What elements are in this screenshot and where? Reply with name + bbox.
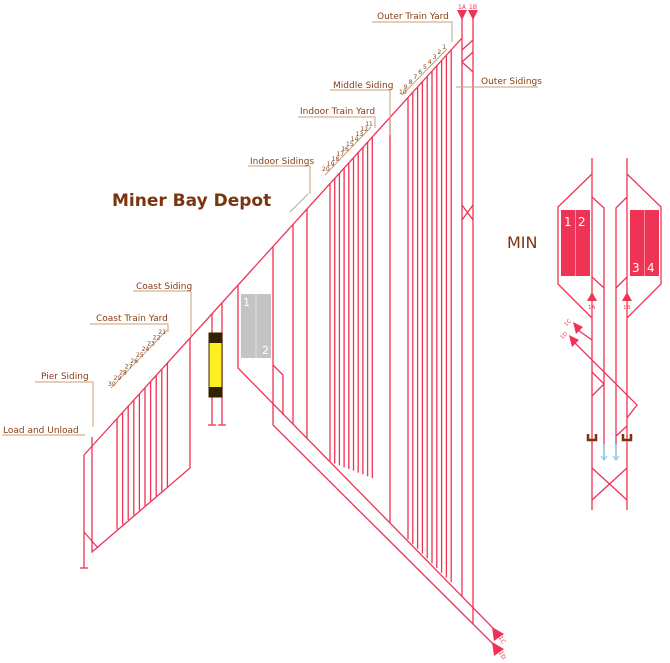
direction-arrow-icon: [600, 444, 620, 461]
signal-1d-label: 1D: [497, 650, 507, 661]
signal-1a-icon[interactable]: [457, 10, 467, 20]
track-number: 18: [332, 156, 340, 163]
label-coast-siding: Coast Siding: [136, 282, 192, 292]
track-number: 14: [351, 136, 359, 143]
depot-title: Miner Bay Depot: [112, 191, 271, 211]
label-indoor-sidings: Indoor Sidings: [250, 157, 314, 167]
label-middle-siding: Middle Siding: [333, 81, 393, 91]
platform-number: 2: [578, 215, 586, 229]
buffer-stop-icon: [621, 434, 633, 442]
signal-gauge-bottom: [209, 387, 222, 397]
track-number: 7: [413, 74, 417, 81]
depot-tracks: [80, 10, 498, 649]
min-platform-left[interactable]: 1 2: [561, 210, 590, 276]
track-number: 22: [153, 335, 161, 342]
label-leaders: [2, 21, 538, 436]
track-number: 2: [437, 49, 441, 56]
min-signal-1a-icon[interactable]: [587, 292, 597, 301]
track-number: 28: [119, 369, 127, 376]
min-station: MIN 1 2 3 4: [507, 158, 662, 510]
track-number: 9: [404, 84, 408, 91]
min-signal-1d-label: 1D: [559, 331, 569, 341]
crossover: [461, 39, 474, 51]
track-number: 15: [346, 141, 354, 148]
track-number: 8: [409, 79, 413, 86]
platform-number: 2: [262, 344, 269, 357]
track-number: 12: [360, 126, 368, 133]
crossover: [461, 51, 474, 73]
lower-line-c: [237, 285, 463, 597]
signal-1d-icon[interactable]: [492, 642, 504, 656]
track-number: 5: [423, 64, 427, 71]
track-number: 27: [125, 364, 133, 371]
signal-1b-label: 1B: [469, 4, 477, 11]
track-number: 4: [428, 59, 432, 66]
track-number: 11: [365, 121, 373, 128]
track-number: 3: [433, 54, 437, 61]
branch: [83, 531, 99, 549]
min-signal-1d-icon[interactable]: [569, 335, 579, 347]
track-number: 17: [336, 151, 344, 158]
track-number: 6: [418, 69, 422, 76]
track-number: 10: [399, 89, 407, 96]
pier-siding-track: [91, 338, 191, 554]
signal-1a-label: 1A: [458, 4, 467, 11]
track-1a: [461, 10, 498, 633]
label-pier-siding: Pier Siding: [41, 372, 89, 382]
main-ladder: [83, 37, 463, 456]
label-indoor-train-yard: Indoor Train Yard: [300, 107, 375, 117]
platform-number: 1: [243, 296, 250, 309]
track-number: 16: [341, 146, 349, 153]
branch: [272, 364, 284, 415]
track-numbers: 1098765432120191817161514131211302928272…: [108, 44, 446, 388]
track-number: 19: [327, 161, 335, 168]
track-1b: [472, 10, 498, 649]
platform-number: 4: [647, 261, 655, 275]
min-signal-1a-label: 1A: [588, 305, 595, 311]
track-number: 23: [147, 340, 155, 347]
lower-line-d: [272, 246, 474, 625]
track-number: 29: [114, 375, 122, 382]
track-number: 21: [158, 329, 166, 336]
label-load-and-unload: Load and Unload: [3, 426, 79, 436]
min-signal-1b-label: 1B: [623, 305, 630, 311]
min-signal-1c-icon[interactable]: [573, 322, 583, 334]
signal-1c-icon[interactable]: [492, 627, 504, 641]
min-title: MIN: [507, 233, 538, 252]
track-number: 20: [322, 166, 330, 173]
buffer-stop-icon: [586, 434, 598, 442]
min-platform-right[interactable]: 3 4: [630, 210, 659, 276]
signal-gauge-top: [209, 333, 222, 343]
label-outer-sidings: Outer Sidings: [481, 77, 542, 87]
track-number: 24: [142, 346, 150, 353]
signal-1b-icon[interactable]: [468, 10, 478, 20]
crossover: [461, 204, 474, 221]
platform-number: 3: [632, 261, 640, 275]
signal-1c-label: 1C: [497, 635, 507, 645]
track-number: 25: [136, 352, 144, 359]
min-signal-1c-label: 1C: [563, 318, 573, 328]
track-number: 30: [108, 381, 116, 388]
label-outer-train-yard: Outer Train Yard: [377, 12, 449, 22]
min-signal-1b-icon[interactable]: [622, 292, 632, 301]
track-number: 1: [442, 44, 446, 51]
track-number: 13: [356, 131, 364, 138]
platform-number: 1: [564, 215, 572, 229]
depot-platform[interactable]: 1 2: [241, 294, 271, 358]
track-number: 26: [130, 358, 138, 365]
label-coast-train-yard: Coast Train Yard: [96, 314, 168, 324]
